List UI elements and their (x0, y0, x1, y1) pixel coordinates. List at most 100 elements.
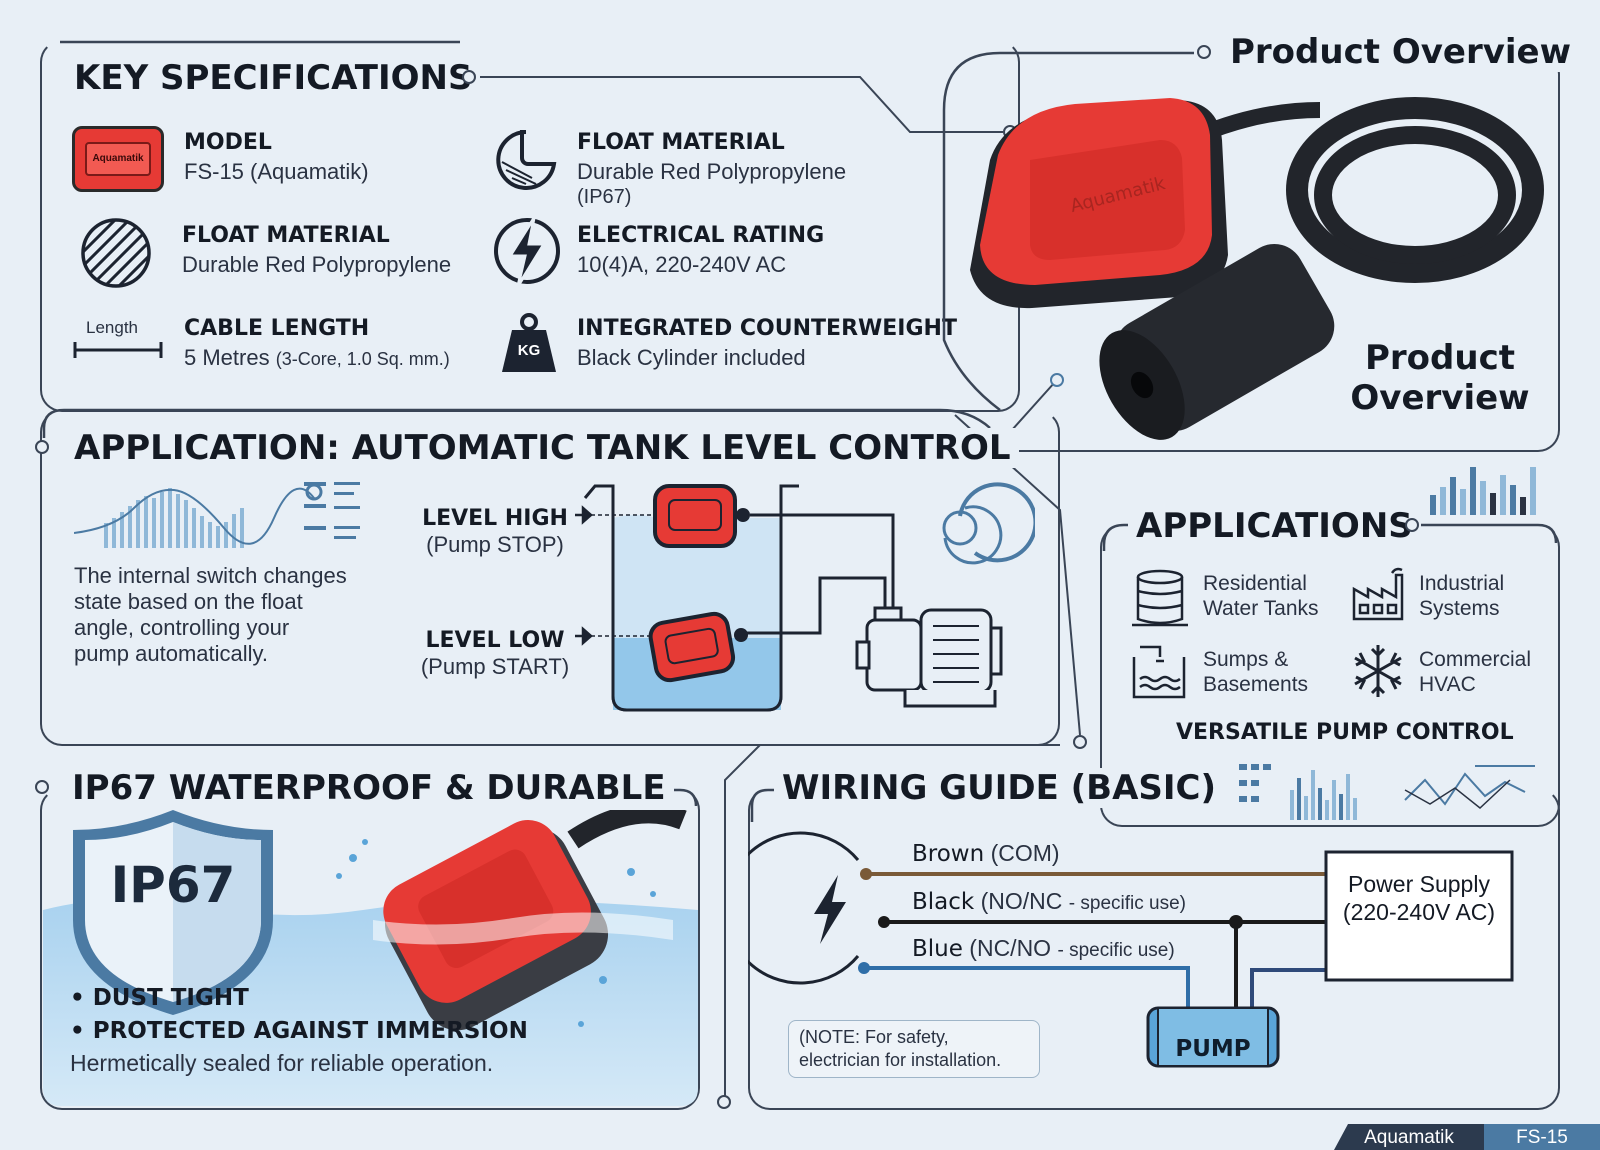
level-high-text: LEVEL HIGH (422, 506, 568, 531)
applications-top-border (1102, 523, 1558, 551)
level-high-sub: (Pump STOP) (426, 532, 564, 557)
wire-desc: (COM) (990, 840, 1060, 866)
application-top-border (42, 408, 991, 438)
wire-note: - specific use) (1068, 893, 1186, 914)
wire-name: Brown (912, 841, 985, 867)
snowflake-icon (1354, 645, 1402, 697)
ip67-title: IP67 WATERPROOF & DURABLE (64, 768, 674, 808)
spec-value: 5 Metres (3-Core, 1.0 Sq. mm.) (184, 344, 450, 373)
power-supply-label: Power Supply (1348, 871, 1490, 897)
wiring-panel (748, 788, 1560, 1110)
product-connector-dot-2 (1050, 373, 1064, 387)
key-specs-title: KEY SPECIFICATIONS (66, 58, 481, 98)
weight-icon (502, 313, 556, 372)
description-line: angle, controlling your (74, 615, 290, 640)
spec-label: MODEL (184, 130, 272, 155)
ip67-bullet-text: PROTECTED AGAINST IMMERSION (92, 1018, 528, 1044)
spec-value: Durable Red Polypropylene (182, 252, 452, 277)
footer-brand: Aquamatik (1334, 1124, 1484, 1150)
float-switch-image: Aquamatik (970, 97, 1544, 440)
application-description: The internal switch changes state based … (74, 563, 347, 667)
ip67-bullet-text: DUST TIGHT (92, 985, 249, 1011)
spec-label: FLOAT MATERIAL (577, 130, 785, 155)
ip67-panel (40, 788, 700, 1110)
wiring-connector-dot-2 (1073, 735, 1087, 749)
ip67-bullet: • PROTECTED AGAINST IMMERSION (70, 1018, 528, 1044)
wiring-note-line: (NOTE: For safety, (799, 1027, 949, 1047)
application-panel (40, 410, 1060, 746)
application-title: APPLICATION: AUTOMATIC TANK LEVEL CONTRO… (66, 428, 1019, 468)
footer-tab: Aquamatik FS-15 (1334, 1124, 1600, 1150)
caption-line-2: Overview (1350, 378, 1530, 418)
wiring-diagram (748, 831, 1514, 1068)
spec-value: Durable Red Polypropylene (577, 159, 847, 184)
pump-label: PUMP (1175, 1036, 1251, 1062)
key-specs-top-border (60, 40, 460, 44)
cable-length-value: 5 Metres (184, 345, 270, 370)
app-label-line: Residential (1203, 572, 1307, 595)
spec-value: FS-15 (Aquamatik) (184, 159, 369, 184)
app-label-line: HVAC (1419, 673, 1476, 696)
wire-name: Blue (912, 936, 963, 962)
description-line: The internal switch changes (74, 563, 347, 588)
applications-dot (1405, 518, 1419, 532)
product-overview-frame (942, 51, 1194, 411)
spec-label: CABLE LENGTH (184, 316, 370, 341)
water-tank-icon (1132, 569, 1188, 627)
wiring-connector-dot (717, 1095, 731, 1109)
footer-model: FS-15 (1484, 1124, 1600, 1150)
app-label: Sumps &Basements (1203, 647, 1308, 697)
applications-title: APPLICATIONS (1128, 506, 1421, 546)
power-supply-box: Power Supply (220-240V AC) (1326, 870, 1512, 926)
decorative-mini-charts (1239, 764, 1535, 820)
cable-length-detail: (3-Core, 1.0 Sq. mm.) (275, 349, 450, 369)
level-low-sub: (Pump START) (420, 654, 570, 679)
spec-value: Black Cylinder included (577, 345, 806, 370)
decorative-bar-chart (1430, 467, 1536, 515)
key-specs-connector-dot (462, 70, 476, 84)
product-overview-caption: Product Overview (1340, 338, 1540, 418)
level-low-label: LEVEL LOW (Pump START) (405, 628, 585, 680)
length-icon-text: Length (86, 318, 138, 337)
app-label-line: Systems (1419, 597, 1500, 620)
wire-note: - specific use) (1057, 940, 1175, 961)
float-moon-icon (496, 130, 557, 190)
spec-label: ELECTRICAL RATING (577, 223, 825, 248)
tank-diagram (575, 482, 1035, 712)
level-high-label: LEVEL HIGH (Pump STOP) (405, 506, 585, 558)
description-line: state based on the float (74, 589, 303, 614)
spec-label: FLOAT MATERIAL (182, 223, 390, 248)
spec-label: INTEGRATED COUNTERWEIGHT (577, 316, 957, 341)
hatched-circle-icon (81, 218, 151, 288)
app-label-line: Sumps & (1203, 648, 1289, 671)
app-label-line: Water Tanks (1203, 597, 1319, 620)
ip67-top-border (620, 788, 698, 807)
app-label-line: Basements (1203, 673, 1309, 696)
wire-black-label: Black (NO/NC - specific use) (912, 888, 1186, 917)
weight-icon-text: KG (517, 342, 541, 359)
wiring-title: WIRING GUIDE (BASIC) (774, 768, 1225, 808)
ip67-illustration: IP67 (43, 810, 698, 1106)
spec-value: 10(4)A, 220-240V AC (577, 252, 787, 277)
ip67-bullets: • DUST TIGHT • PROTECTED AGAINST IMMERSI… (70, 982, 528, 1078)
power-supply-voltage: (220-240V AC) (1342, 899, 1496, 925)
sump-icon (1132, 645, 1186, 699)
wiring-note: (NOTE: For safety, electrician for insta… (788, 1020, 1040, 1078)
wire-name: Black (912, 889, 975, 915)
ip67-dot (35, 780, 49, 794)
ip67-bullet: • DUST TIGHT (70, 985, 249, 1011)
model-badge-text: Aquamatik (85, 142, 151, 176)
model-badge-icon: Aquamatik (72, 126, 164, 192)
product-overview-title: Product Overview (1222, 32, 1580, 72)
factory-icon (1352, 567, 1404, 621)
lightning-icon (494, 217, 560, 287)
application-dot (35, 440, 49, 454)
app-label-line: Industrial (1419, 572, 1505, 595)
decorative-wave-chart (74, 482, 360, 548)
wire-desc: (NC/NO (969, 935, 1052, 961)
product-overview-panel (940, 52, 1560, 452)
wiring-top-border (750, 788, 782, 822)
